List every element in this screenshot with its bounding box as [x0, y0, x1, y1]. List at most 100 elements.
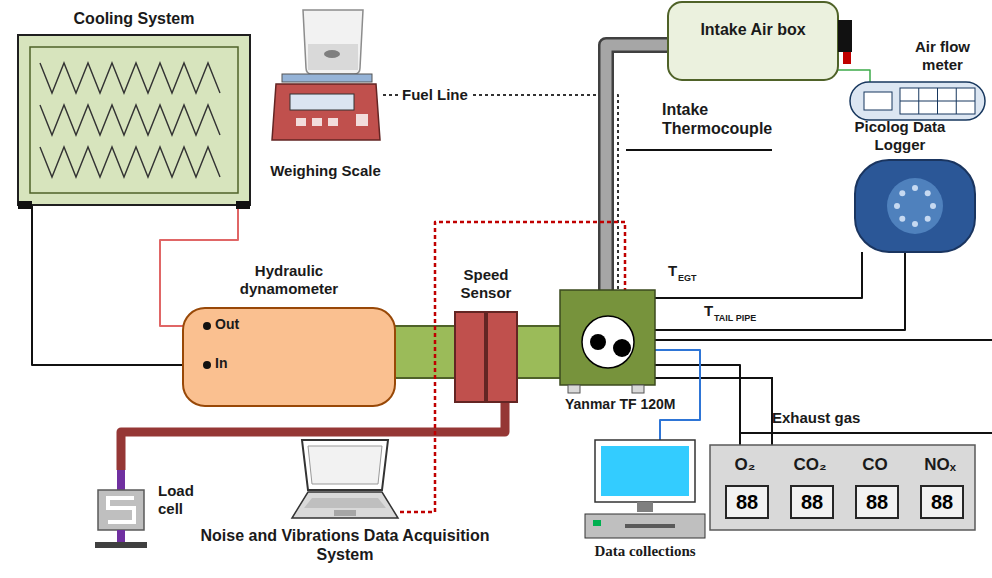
circle-stroke: [590, 334, 606, 350]
annotation-label-wrap: TAIL PIPE: [714, 313, 756, 324]
load-cell: Load cell: [90, 470, 150, 550]
rect-stroke: [855, 160, 975, 252]
connector-line: [517, 325, 560, 379]
connector-line: [838, 70, 870, 82]
node-text-wrap: 88: [725, 485, 769, 519]
circle-stroke: [912, 185, 918, 191]
node-label-wrap: Load cell: [158, 482, 203, 518]
node-label-wrap: NOₓ: [911, 455, 969, 475]
connector-line: [517, 327, 560, 377]
rect-stroke: [290, 94, 354, 110]
connector: [395, 352, 455, 353]
node-label: Cooling System: [74, 10, 195, 27]
connector-line: [383, 95, 618, 290]
line-stroke: [900, 101, 975, 102]
rect-stroke: [560, 290, 655, 385]
node-label: Yanmar TF 120M: [565, 396, 676, 412]
node-label: Speed Sensor: [461, 266, 512, 301]
node-label: Data collections: [594, 543, 695, 559]
path-stroke: [108, 498, 134, 522]
gas-reading: CO₂ 88: [781, 451, 839, 524]
rect-stroke: [864, 92, 892, 110]
connector: [655, 252, 905, 330]
connector: [517, 352, 560, 353]
circle-stroke: [930, 203, 936, 209]
node-text-wrap: In: [215, 355, 227, 372]
annotation-label-wrap: T: [668, 262, 677, 280]
ellipse-stroke: [324, 50, 340, 58]
connector: [383, 95, 618, 290]
rect-stroke: [18, 201, 32, 209]
rect-stroke: [30, 47, 238, 193]
rect-stroke: [117, 530, 125, 542]
rect-stroke: [236, 201, 250, 209]
connector-line: [606, 45, 668, 290]
node-label-wrap: Exhaust gas: [772, 409, 860, 427]
hydraulic-dynamometer: Hydraulic dynamometerOutIn: [183, 308, 395, 406]
node-label: O₂: [735, 455, 756, 474]
node-label: CO₂: [793, 455, 826, 474]
connector-line: [655, 350, 700, 440]
laptop: Noise and Vibrations Data Acquisition Sy…: [290, 440, 400, 520]
node-text: Out: [215, 316, 239, 332]
rect-stroke: [595, 440, 695, 502]
node-label-wrap: Cooling System: [18, 9, 250, 28]
connector-line: [395, 325, 455, 379]
rect-stroke: [455, 312, 485, 402]
rect-stroke: [632, 385, 644, 393]
annotation-label: T: [704, 302, 713, 319]
exhaust-pipe-line: [655, 339, 992, 341]
node-label: CO: [862, 455, 888, 474]
connector-line: [655, 252, 862, 298]
node-label: Picolog Data Logger: [855, 118, 946, 153]
engine-shape: [560, 290, 655, 385]
air-flow-meter-shape: [850, 82, 985, 120]
connector: [838, 70, 870, 82]
node-label: Hydraulic dynamometer: [240, 262, 338, 297]
rect-stroke: [95, 542, 147, 548]
annotation-label: EGT: [678, 273, 697, 283]
circle-stroke: [925, 216, 931, 222]
node-label-wrap: Weighing Scale: [248, 162, 403, 180]
rect-stroke: [487, 312, 517, 402]
edge-label: Fuel Line: [402, 86, 468, 103]
rect-stroke: [334, 510, 356, 516]
polyline-stroke: [40, 63, 220, 93]
rect-stroke: [356, 114, 368, 126]
rect-stroke: [183, 308, 395, 406]
node-label-wrap: Speed Sensor: [440, 266, 532, 302]
node-text-wrap: 88: [790, 485, 834, 519]
path-stroke: [304, 498, 386, 508]
rect-stroke: [117, 470, 125, 490]
rect-stroke: [625, 524, 675, 528]
circle-stroke: [582, 316, 634, 368]
circle-stroke: [899, 216, 905, 222]
rect-stroke: [838, 20, 852, 52]
node-label-wrap: Picolog Data Logger: [835, 118, 965, 154]
circle-stroke: [203, 361, 211, 369]
circle-stroke: [887, 178, 943, 234]
rect-stroke: [593, 520, 601, 526]
rect-stroke: [568, 385, 580, 393]
air-flow-meter: Air flow meter: [850, 82, 985, 120]
connector-line: [395, 327, 455, 377]
leader-line: [626, 149, 772, 151]
rect-stroke: [850, 82, 985, 120]
node-label-wrap: Intake Air box: [698, 20, 808, 39]
node-label: NOₓ: [924, 455, 956, 474]
path-stroke: [292, 492, 398, 518]
edge-label-wrap: Fuel Line: [398, 86, 472, 104]
polyline-stroke: [40, 147, 220, 177]
annotation-label-wrap: T: [704, 302, 713, 320]
computer-shape: [585, 440, 705, 540]
rect-stroke: [637, 502, 653, 512]
rect-stroke: [296, 118, 306, 126]
connector: [606, 45, 668, 290]
node-label-wrap: Air flow meter: [895, 38, 990, 74]
circle-stroke: [899, 190, 905, 196]
speed-sensor: Speed Sensor: [455, 312, 517, 402]
data-logger-shape: [855, 160, 975, 252]
node-text-wrap: 88: [920, 485, 964, 519]
circle-stroke: [203, 322, 211, 330]
